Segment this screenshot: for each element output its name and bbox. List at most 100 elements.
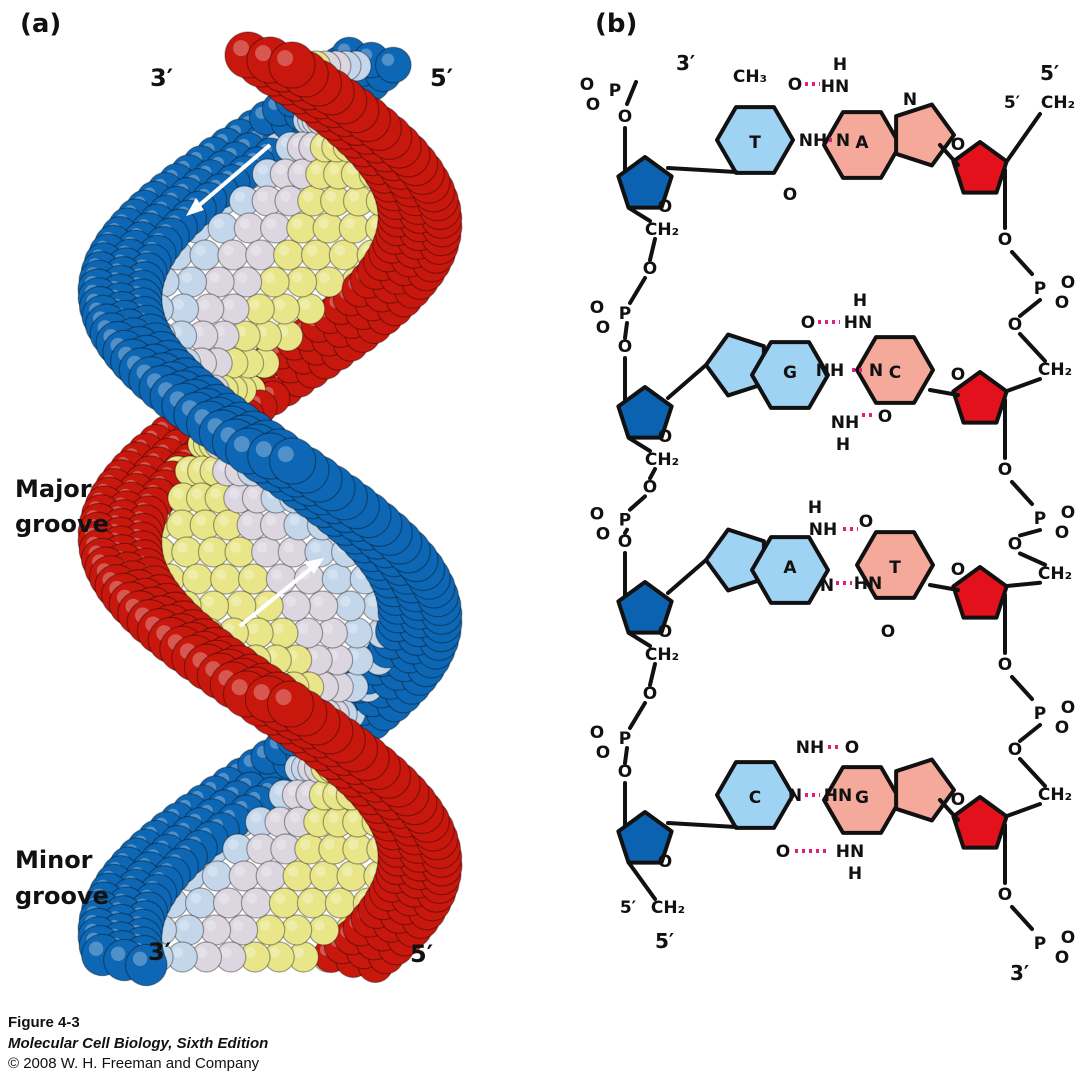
ch3-label: CH₃ (733, 67, 767, 87)
purine-six-ring (750, 535, 830, 605)
bond (648, 467, 657, 481)
nitrogen-label: N (820, 576, 834, 596)
highlight (309, 812, 320, 823)
highlight (218, 893, 230, 904)
bond (928, 583, 960, 592)
deoxyribose-left (616, 385, 674, 440)
ring-oxygen-label: O (658, 622, 672, 642)
oxygen-label: O (590, 505, 604, 525)
nitrogen-label: N (788, 786, 802, 806)
deoxyribose-right (951, 795, 1009, 850)
ring-oxygen-label: O (951, 560, 965, 580)
purine-six-ring (822, 765, 902, 835)
highlight (277, 446, 294, 463)
ch2-label: CH₂ (645, 645, 679, 665)
highlight (325, 191, 337, 202)
arrowhead-icon (186, 198, 204, 216)
highlight (257, 164, 269, 175)
highlight (199, 299, 210, 310)
highlight (301, 785, 312, 796)
highlight (191, 488, 203, 499)
nitrogen-label: N (836, 131, 850, 151)
highlight (269, 947, 281, 958)
bond (1018, 757, 1047, 788)
highlight (250, 245, 262, 256)
highlight (344, 218, 356, 229)
ring-oxygen-label: O (951, 365, 965, 385)
phosphorus-label: P (619, 511, 631, 531)
pyrimidine-ring (855, 530, 935, 600)
highlight (303, 191, 314, 202)
strand-2-atom (269, 437, 317, 485)
highlight (259, 920, 271, 931)
oxygen-label: O (618, 337, 632, 357)
purine-five-ring (894, 757, 956, 823)
base-letter-left: G (783, 363, 797, 383)
highlight (255, 45, 272, 62)
nh-label: NH (796, 738, 824, 758)
bond (928, 388, 960, 397)
highlight (247, 488, 259, 499)
highlight (205, 920, 217, 931)
oxygen-label: O (596, 743, 610, 763)
oxygen-label: O (1008, 740, 1022, 760)
highlight (248, 623, 259, 634)
h-label: H (836, 435, 850, 455)
highlight (328, 812, 340, 823)
dna-helix (77, 31, 463, 987)
highlight (311, 164, 322, 175)
book-title: Molecular Cell Biology, Sixth Edition (8, 1035, 269, 1052)
highlight (302, 893, 314, 904)
highlight (242, 515, 253, 526)
oxygen-label: O (590, 723, 604, 743)
oxygen-label: O (580, 75, 594, 95)
end-label: 3′ (1010, 961, 1029, 985)
ring-oxygen-label: O (658, 427, 672, 447)
highlight (265, 515, 277, 526)
oxygen-label: O (788, 75, 802, 95)
highlight (286, 920, 298, 931)
bond (623, 527, 629, 535)
oxygen-label: O (998, 655, 1012, 675)
oxygen-label: O (643, 477, 657, 497)
highlight (110, 946, 126, 961)
ch2-label: CH₂ (1038, 360, 1072, 380)
highlight (215, 569, 227, 580)
oxygen-label: O (859, 512, 873, 532)
copyright: © 2008 W. H. Freeman and Company (8, 1055, 260, 1072)
highlight (367, 596, 379, 607)
highlight (253, 684, 270, 701)
hn-label: HN (844, 313, 872, 333)
highlight (173, 299, 185, 310)
highlight (177, 542, 188, 553)
highlight (234, 191, 246, 202)
hn-label: HN (854, 574, 882, 594)
bond (628, 276, 647, 305)
ring-oxygen-label: O (658, 197, 672, 217)
oxygen-label: O (1055, 948, 1069, 968)
ch2-label: CH₂ (1038, 564, 1072, 584)
highlight (300, 839, 311, 850)
nh-label: NH (831, 413, 859, 433)
phosphorus-label: P (1034, 934, 1046, 954)
phosphorus-label: P (619, 729, 631, 749)
oxygen-label: O (845, 738, 859, 758)
oxygen-label: O (801, 313, 815, 333)
highlight (210, 488, 221, 499)
prime-label: 5′ (1004, 93, 1021, 113)
h-label: H (808, 498, 822, 518)
bond (625, 80, 638, 106)
highlight (233, 436, 250, 453)
highlight (340, 596, 351, 607)
oxygen-label: O (1061, 273, 1075, 293)
highlight (172, 947, 184, 958)
end-label: 3′ (150, 64, 173, 92)
highlight (275, 689, 292, 706)
highlight (257, 191, 269, 202)
highlight (173, 488, 184, 499)
end-label: 5′ (430, 64, 453, 92)
highlight (234, 866, 245, 877)
oxygen-label: O (1055, 718, 1069, 738)
highlight (249, 299, 261, 310)
